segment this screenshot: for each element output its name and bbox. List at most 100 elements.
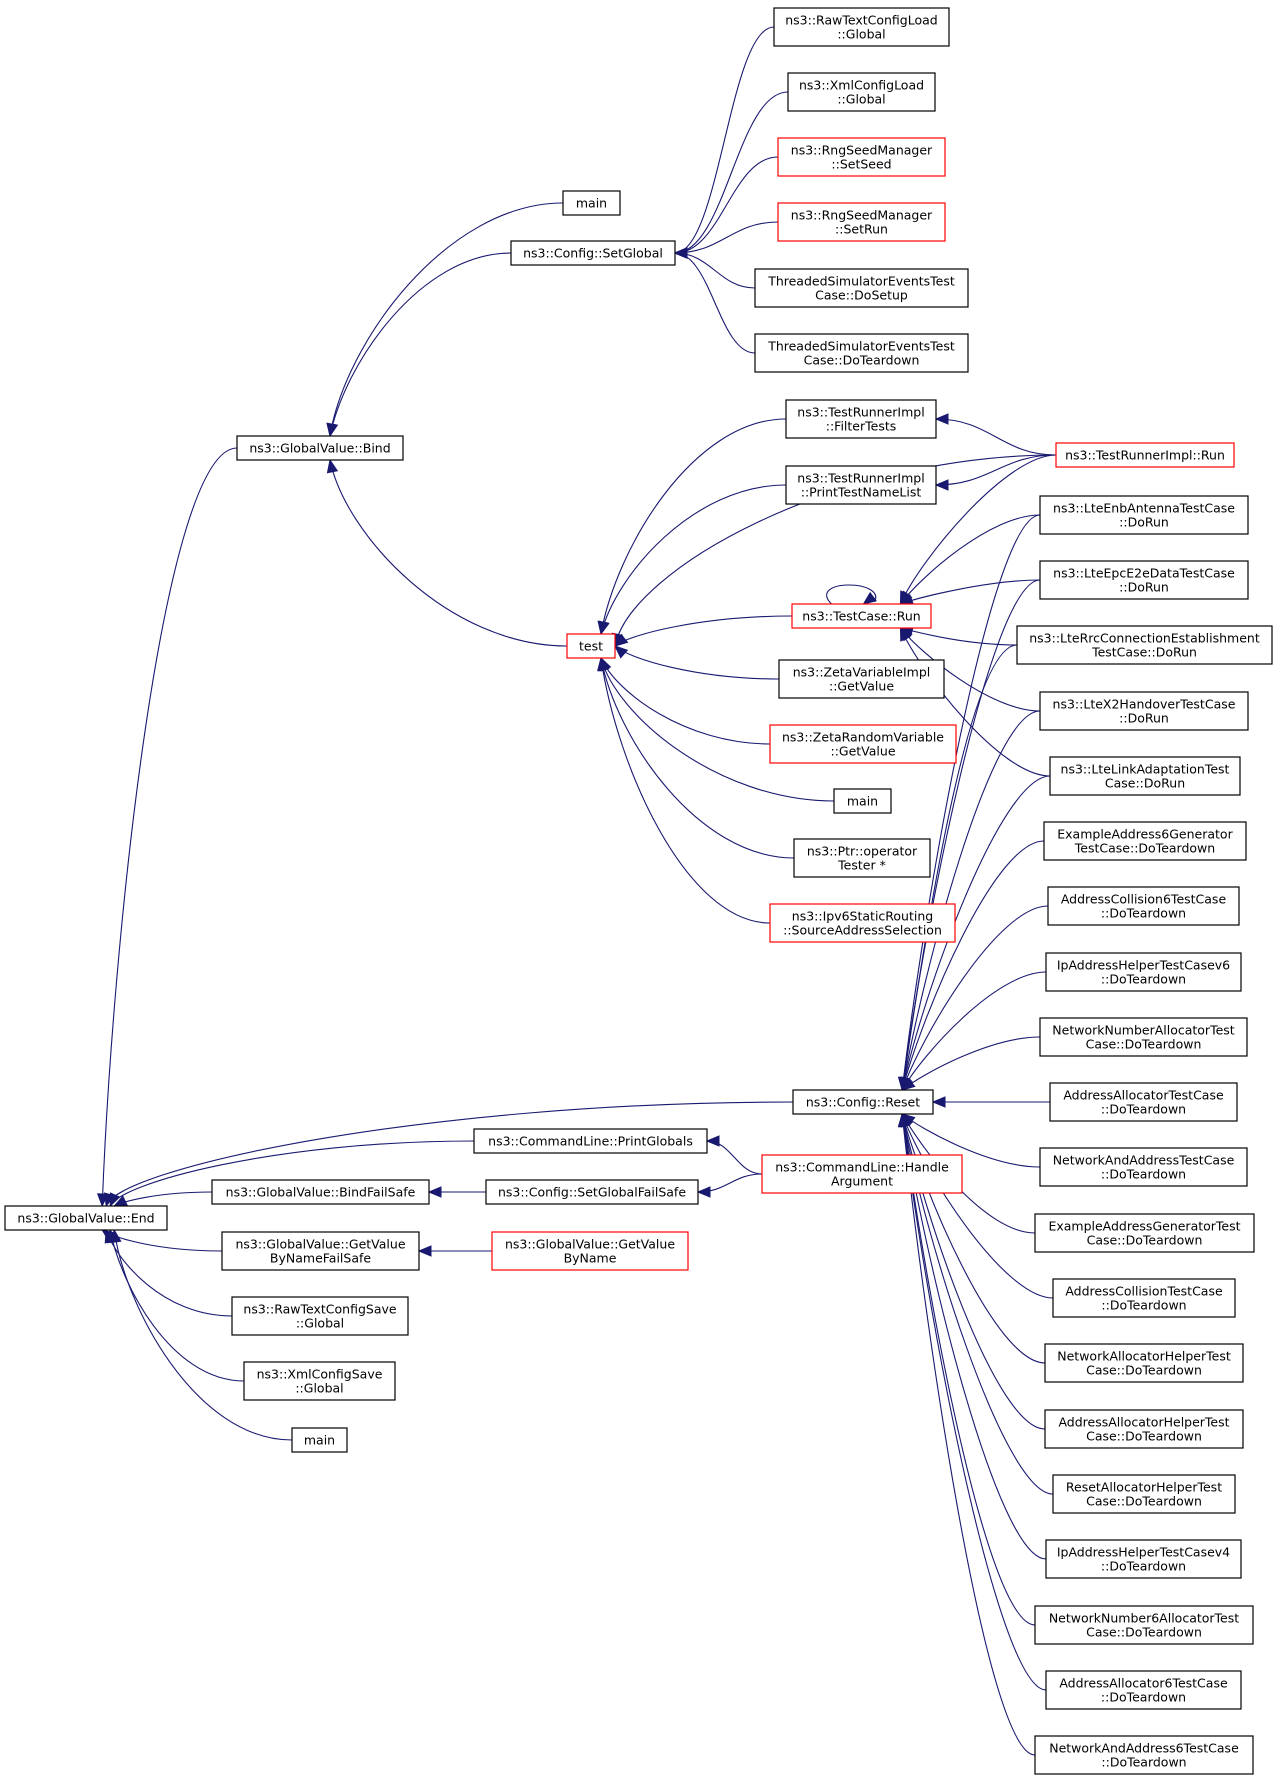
node-td4[interactable]: NetworkNumberAllocatorTestCase::DoTeardo…	[1039, 1017, 1248, 1057]
edge-testcaserun-to-testcaserun-arrowhead	[862, 591, 877, 605]
node-setglobal[interactable]: ns3::Config::SetGlobal	[510, 240, 676, 266]
node-label-line: ::DoTeardown	[1101, 1102, 1186, 1117]
node-label-line: Case::DoTeardown	[804, 353, 920, 368]
node-label-line: ::GetValue	[830, 744, 895, 759]
edge-printtestnames-to-test-arrowhead	[598, 620, 610, 636]
node-td15[interactable]: NetworkAndAddress6TestCase::DoTeardown	[1034, 1735, 1254, 1775]
node-td1[interactable]: ExampleAddress6GeneratorTestCase::DoTear…	[1043, 821, 1247, 861]
node-box	[562, 190, 621, 216]
node-td13[interactable]: NetworkNumber6AllocatorTestCase::DoTeard…	[1034, 1605, 1254, 1645]
node-label-line: ::Global	[296, 1316, 344, 1331]
node-td10[interactable]: AddressAllocatorHelperTestCase::DoTeardo…	[1044, 1409, 1244, 1449]
node-label-line: Case::DoTeardown	[1087, 1233, 1203, 1248]
node-td2[interactable]: AddressCollision6TestCase::DoTeardown	[1047, 886, 1240, 926]
edge-printtestnames-to-test	[600, 484, 787, 635]
node-ltex2[interactable]: ns3::LteX2HandoverTestCase::DoRun	[1039, 691, 1249, 731]
node-label-line: ns3::GlobalValue::GetValue	[505, 1237, 675, 1252]
edge-runnerrun-to-filtertests-arrowhead	[934, 413, 949, 425]
edge-configreset-to-end	[105, 1101, 794, 1207]
node-xmlsave[interactable]: ns3::XmlConfigSave::Global	[243, 1361, 396, 1401]
node-label-line: ::DoTeardown	[1101, 1298, 1186, 1313]
node-label-line: ns3::CommandLine::Handle	[775, 1160, 949, 1175]
node-bindfailsafe[interactable]: ns3::GlobalValue::BindFailSafe	[211, 1179, 430, 1205]
node-setseed[interactable]: ns3::RngSeedManager::SetSeed	[777, 137, 946, 177]
node-td5[interactable]: AddressAllocatorTestCase::DoTeardown	[1049, 1082, 1238, 1122]
node-main2[interactable]: main	[833, 788, 892, 814]
node-box	[1043, 821, 1247, 861]
node-label-line: IpAddressHelperTestCasev4	[1057, 1545, 1230, 1560]
node-td7[interactable]: ExampleAddressGeneratorTestCase::DoTeard…	[1034, 1213, 1255, 1253]
node-label-line: ::SetRun	[835, 222, 888, 237]
node-label-line: ExampleAddressGeneratorTest	[1048, 1219, 1240, 1234]
node-zetarandom[interactable]: ns3::ZetaRandomVariable::GetValue	[769, 724, 957, 764]
node-label-line: AddressAllocatorHelperTest	[1058, 1415, 1229, 1430]
node-test[interactable]: test	[566, 633, 616, 659]
node-label-line: AddressAllocatorTestCase	[1063, 1088, 1224, 1103]
node-runnerrun[interactable]: ns3::TestRunnerImpl::Run	[1055, 442, 1235, 468]
node-testcaserun[interactable]: ns3::TestCase::Run	[791, 603, 932, 629]
node-label-line: Case::DoSetup	[815, 288, 908, 303]
node-lterrc[interactable]: ns3::LteRrcConnectionEstablishmentTestCa…	[1016, 625, 1273, 665]
node-setrun[interactable]: ns3::RngSeedManager::SetRun	[777, 202, 946, 242]
node-td9[interactable]: NetworkAllocatorHelperTestCase::DoTeardo…	[1044, 1343, 1244, 1383]
node-lteepc[interactable]: ns3::LteEpcE2eDataTestCase::DoRun	[1039, 560, 1249, 600]
node-end[interactable]: ns3::GlobalValue::End	[4, 1205, 168, 1231]
edge-testcaserun-to-test-arrowhead	[613, 633, 629, 647]
node-box	[1039, 1017, 1248, 1057]
node-label-line: ExampleAddress6Generator	[1057, 827, 1233, 842]
node-xmlload[interactable]: ns3::XmlConfigLoad::Global	[787, 72, 936, 112]
node-label-line: ns3::LteLinkAdaptationTest	[1061, 762, 1230, 777]
node-filtertests[interactable]: ns3::TestRunnerImpl::FilterTests	[785, 399, 937, 439]
node-main3[interactable]: main	[291, 1427, 348, 1453]
node-box	[473, 1128, 708, 1154]
edge-td2-to-configreset	[901, 905, 1049, 1091]
edge-zetarandom-to-test	[600, 657, 771, 745]
node-rawload[interactable]: ns3::RawTextConfigLoad::Global	[773, 7, 950, 47]
node-td3[interactable]: IpAddressHelperTestCasev6::DoTeardown	[1045, 952, 1242, 992]
node-label-line: AddressCollisionTestCase	[1065, 1284, 1223, 1299]
node-box	[1034, 1213, 1255, 1253]
node-label-line: NetworkNumber6AllocatorTest	[1049, 1611, 1239, 1626]
edge-ipv6static-to-test	[600, 657, 771, 924]
node-td6[interactable]: NetworkAndAddressTestCase::DoTeardown	[1039, 1147, 1248, 1187]
node-box	[761, 1154, 963, 1194]
edge-zetavarimpl-to-test	[614, 645, 780, 680]
node-rawsave[interactable]: ns3::RawTextConfigSave::Global	[231, 1296, 409, 1336]
node-box	[769, 903, 956, 943]
node-configreset[interactable]: ns3::Config::Reset	[792, 1089, 934, 1115]
edge-xmlload-to-setglobal	[674, 91, 789, 254]
node-label-line: ns3::XmlConfigSave	[257, 1367, 383, 1382]
edge-td15-to-configreset-arrowhead	[897, 1112, 910, 1128]
node-bind[interactable]: ns3::GlobalValue::Bind	[236, 435, 404, 461]
node-td12[interactable]: IpAddressHelperTestCasev4::DoTeardown	[1045, 1539, 1242, 1579]
node-printglobals[interactable]: ns3::CommandLine::PrintGlobals	[473, 1128, 708, 1154]
node-label-line: test	[579, 639, 603, 654]
node-printtestnames[interactable]: ns3::TestRunnerImpl::PrintTestNameList	[785, 465, 937, 505]
node-box	[243, 1361, 396, 1401]
node-lteenb[interactable]: ns3::LteEnbAntennaTestCase::DoRun	[1039, 495, 1249, 535]
node-setglobalfs[interactable]: ns3::Config::SetGlobalFailSafe	[485, 1179, 699, 1205]
node-label-line: ::Global	[837, 92, 885, 107]
node-main1[interactable]: main	[562, 190, 621, 216]
node-thrteardown[interactable]: ThreadedSimulatorEventsTestCase::DoTeard…	[754, 333, 969, 373]
edge-setglobal-to-bind	[329, 252, 512, 437]
edge-zetavarimpl-to-test-arrowhead	[614, 645, 629, 659]
edge-runnerrun-to-filtertests	[935, 418, 1057, 456]
node-label-line: ::FilterTests	[826, 419, 897, 434]
node-box	[785, 399, 937, 439]
edge-printglobals-to-end-arrowhead	[109, 1192, 121, 1208]
node-zetavarimpl[interactable]: ns3::ZetaVariableImpl::GetValue	[778, 659, 945, 699]
edge-ltex2-to-configreset	[901, 710, 1041, 1091]
edge-td1-to-configreset	[901, 840, 1045, 1091]
node-label-line: ns3::Config::SetGlobal	[523, 246, 663, 261]
node-td8[interactable]: AddressCollisionTestCase::DoTeardown	[1052, 1278, 1236, 1318]
node-td14[interactable]: AddressAllocator6TestCase::DoTeardown	[1045, 1670, 1242, 1710]
node-ipv6static[interactable]: ns3::Ipv6StaticRouting::SourceAddressSel…	[769, 903, 956, 943]
